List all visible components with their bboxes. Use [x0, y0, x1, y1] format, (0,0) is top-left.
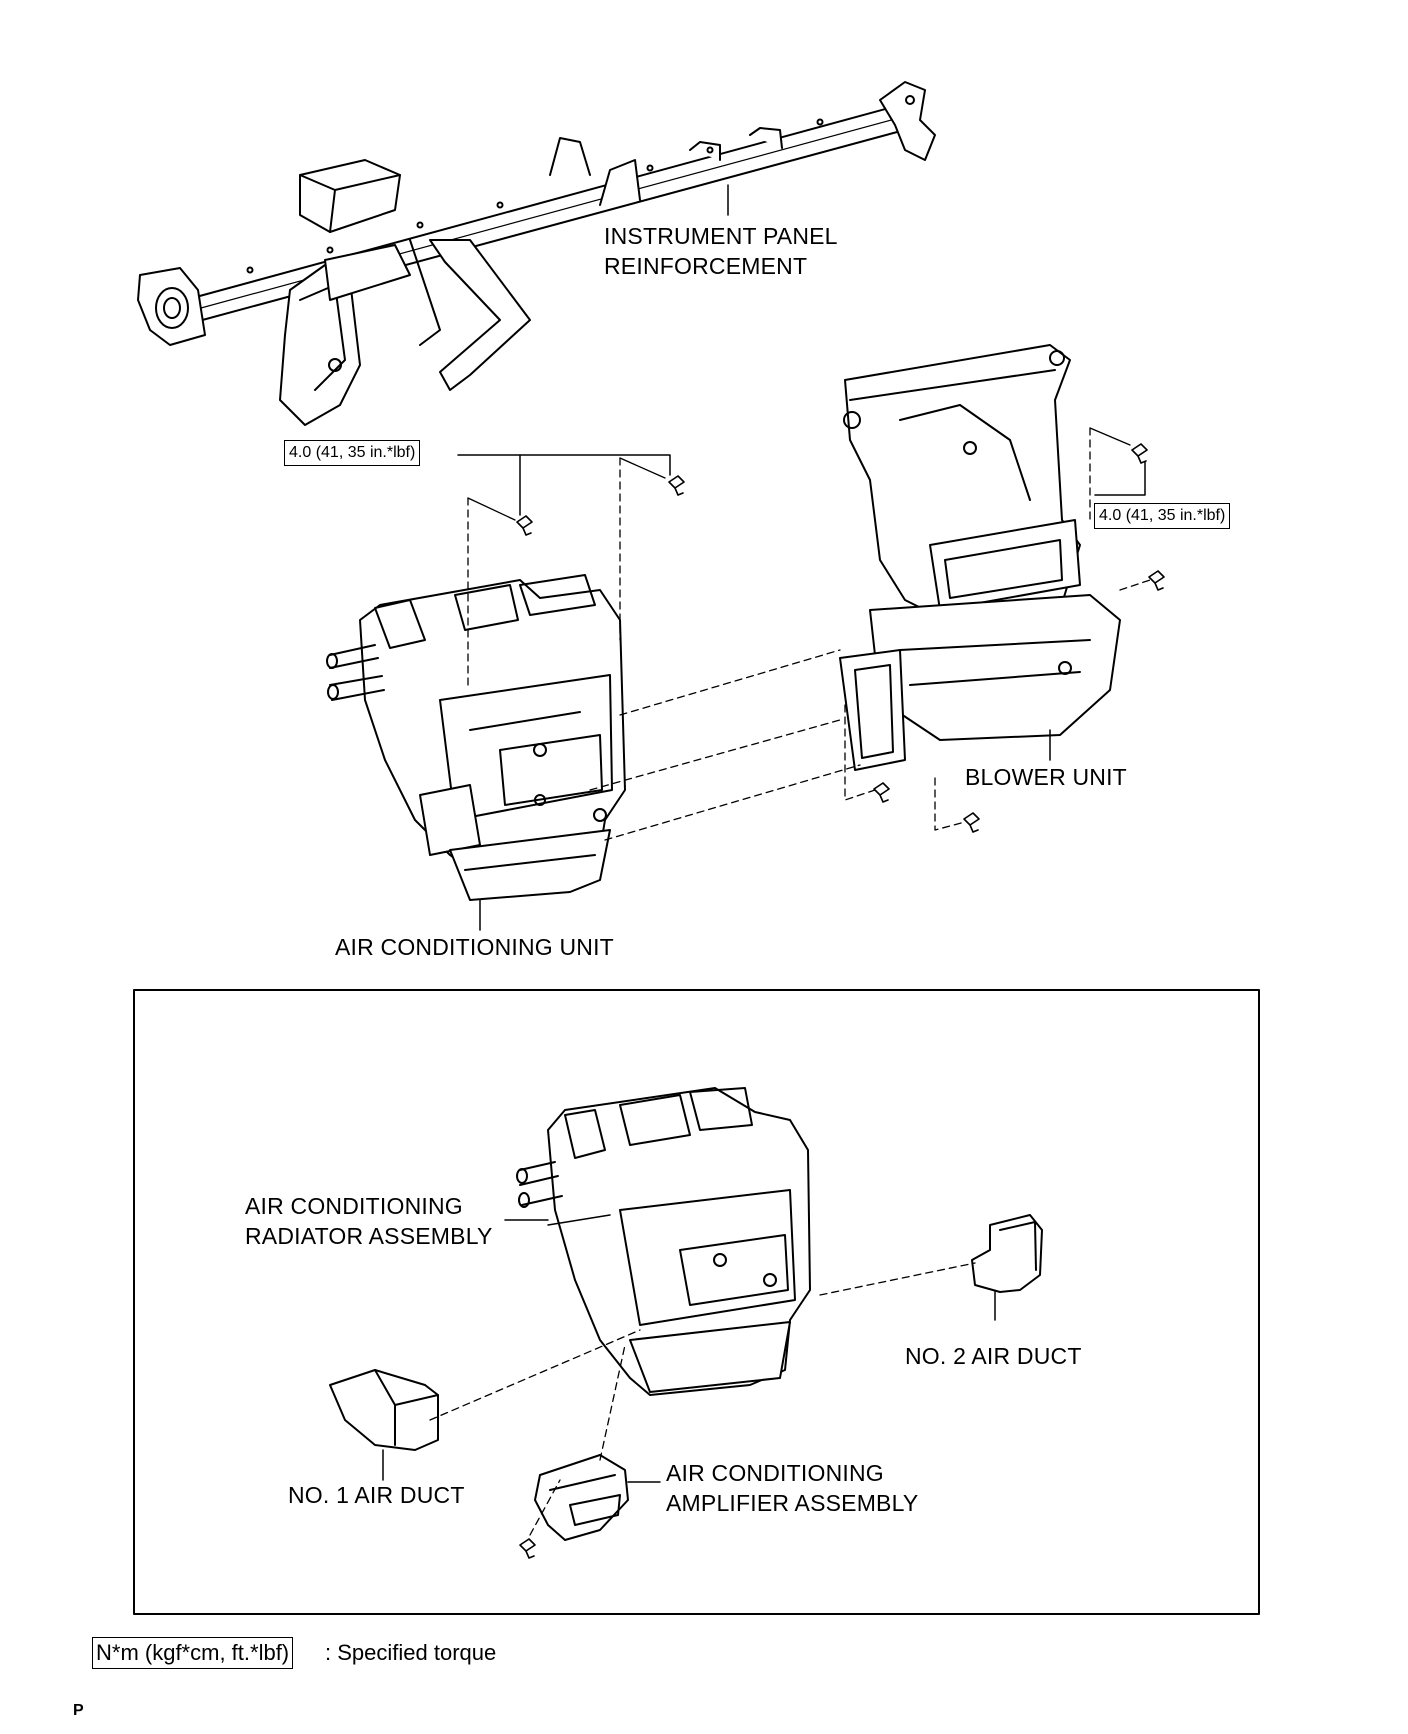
torque-spec-right: 4.0 (41, 35 in.*lbf) — [1094, 503, 1231, 529]
inset-alignment-lines — [429, 1262, 976, 1536]
radiator-assembly-drawing — [504, 1087, 811, 1396]
radiator-assembly-label-line2: RADIATOR ASSEMBLY — [245, 1223, 493, 1249]
amplifier-assembly-label-line2: AMPLIFIER ASSEMBLY — [666, 1490, 919, 1516]
no1-air-duct-drawing — [329, 1369, 439, 1481]
no1-air-duct-label: NO. 1 AIR DUCT — [288, 1482, 465, 1508]
blower-unit-label: BLOWER UNIT — [965, 764, 1127, 790]
instrument-panel-reinforcement-drawing — [137, 81, 936, 426]
alignment-lines — [467, 427, 1151, 841]
amplifier-assembly-label-line1: AIR CONDITIONING — [666, 1460, 884, 1486]
amplifier-assembly-drawing — [519, 1454, 661, 1559]
inset-frame — [133, 989, 1260, 1615]
radiator-assembly-label-line1: AIR CONDITIONING — [245, 1193, 463, 1219]
torque-spec-left: 4.0 (41, 35 in.*lbf) — [284, 440, 421, 466]
torque-legend-text: : Specified torque — [325, 1640, 497, 1665]
bolts — [516, 443, 1165, 833]
air-conditioning-unit-label: AIR CONDITIONING UNIT — [335, 934, 614, 960]
air-conditioning-unit-drawing — [326, 574, 626, 931]
torque-leaders — [457, 454, 1146, 516]
instrument-panel-reinforcement-label-line2: REINFORCEMENT — [604, 253, 808, 279]
instrument-panel-reinforcement-label-line1: INSTRUMENT PANEL — [604, 223, 838, 249]
no2-air-duct-drawing — [971, 1214, 1043, 1321]
no2-air-duct-label: NO. 2 AIR DUCT — [905, 1343, 1082, 1369]
blower-unit-drawing — [839, 344, 1121, 771]
torque-legend-box: N*m (kgf*cm, ft.*lbf) — [92, 1637, 294, 1669]
page-mark: P — [73, 1702, 84, 1719]
